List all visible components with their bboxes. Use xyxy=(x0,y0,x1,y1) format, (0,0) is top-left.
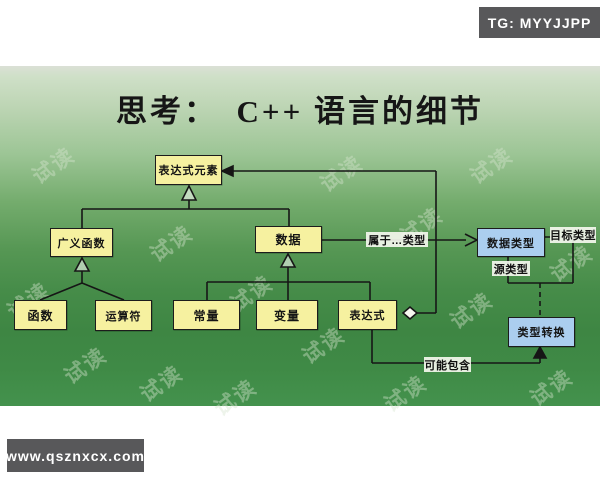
node-data: 数据 xyxy=(255,226,322,253)
edge-label-target-type: 目标类型 xyxy=(550,227,596,243)
slide-title: 思考： C++ 语言的细节 xyxy=(116,94,484,129)
node-expression: 表达式 xyxy=(338,300,397,330)
edge-label-source-type: 源类型 xyxy=(492,261,530,276)
node-data-type: 数据类型 xyxy=(477,228,545,257)
website-badge: www.qsznxcx.com xyxy=(6,439,144,472)
node-variable: 变量 xyxy=(256,300,318,330)
node-expression-element: 表达式元素 xyxy=(155,155,222,185)
telegram-badge: TG: MYYJJPP xyxy=(479,7,600,38)
node-constant: 常量 xyxy=(173,300,240,330)
node-type-conversion: 类型转换 xyxy=(508,317,575,347)
node-operator: 运算符 xyxy=(95,300,152,331)
node-function: 函数 xyxy=(14,300,67,330)
node-generalized-function: 广义函数 xyxy=(50,228,113,257)
edge-label-belongs-to-type: 属于…类型 xyxy=(366,232,428,247)
edge-label-may-contain: 可能包含 xyxy=(424,357,471,372)
